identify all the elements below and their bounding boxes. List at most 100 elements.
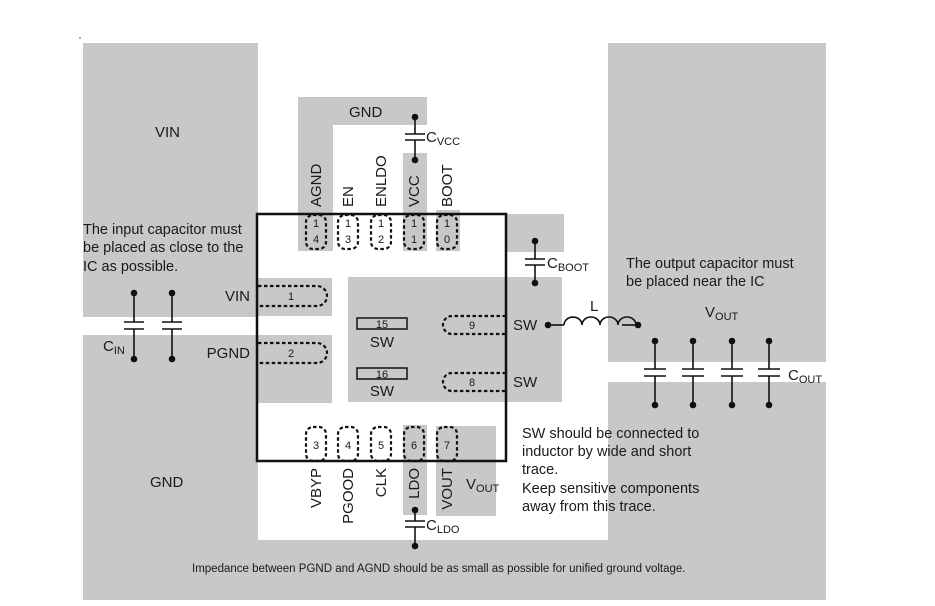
bottom-pins [304, 425, 459, 463]
pin-2-num: 2 [288, 348, 294, 360]
vcc-pin-column [403, 153, 427, 251]
pin-label-sw15: SW [370, 334, 395, 351]
cboot-label: CBOOT [547, 255, 589, 274]
cvcc-capacitor [405, 113, 425, 164]
pin-13-pad [336, 213, 360, 251]
note-sw-trace: SW should be connected to inductor by wi… [522, 426, 699, 515]
pin-16-num: 16 [376, 369, 388, 381]
pin-3-pad [304, 425, 328, 463]
note-sw-line3: trace. [522, 462, 558, 478]
pin-9-pad [441, 314, 506, 336]
pin-14-num-b: 4 [313, 234, 319, 246]
pin-13-num-a: 1 [345, 218, 351, 230]
agnd-top-area [298, 97, 427, 125]
pin-14-num-a: 1 [313, 218, 319, 230]
vin-plane [83, 43, 258, 317]
note-output-line1: The output capacitor must [626, 256, 794, 272]
pin-7-num: 7 [444, 440, 450, 452]
pin-9-num: 9 [469, 320, 475, 332]
sw-label-bottom: SW [513, 374, 538, 391]
note-output-cap: The output capacitor must be placed near… [626, 256, 794, 290]
pin-label-boot: BOOT [439, 164, 456, 207]
pin-label-vcc: VCC [406, 175, 423, 207]
note-impedance: Impedance between PGND and AGND should b… [192, 563, 686, 575]
sw-copper-area [348, 277, 562, 402]
cin-capacitors [124, 289, 182, 363]
pin-14-pad [304, 213, 328, 251]
right-pins [441, 314, 506, 393]
note-input-cap: The input capacitor must be placed as cl… [83, 222, 243, 275]
net-label-vout-right: VOUT [705, 304, 739, 323]
vin-pad-area [258, 278, 332, 316]
note-input-line2: be placed as close to the [83, 240, 243, 256]
pin-1-num: 1 [288, 291, 294, 303]
pin-label-clk: CLK [373, 468, 390, 497]
pin-label-pgood: PGOOD [340, 468, 357, 524]
note-sw-line1: SW should be connected to [522, 426, 699, 442]
left-pins [258, 284, 329, 365]
agnd-pin-column [298, 125, 333, 251]
pin-12-pad [369, 213, 393, 251]
pin-10-pad [435, 213, 459, 251]
pin-4-pad [336, 425, 360, 463]
pin-label-en: EN [340, 186, 357, 207]
pin-3-num: 3 [313, 440, 319, 452]
pin-label-pgnd: PGND [207, 345, 251, 362]
top-pins [304, 213, 459, 251]
cin-sub: IN [114, 345, 125, 357]
note-input-line3: IC as possible. [83, 259, 178, 275]
vout-plane-bottom [608, 382, 826, 600]
cldo-sub: LDO [437, 524, 460, 536]
cvcc-label: CVCC [426, 129, 460, 148]
pin-8-pad [441, 371, 506, 393]
pin-label-vbyp: VBYP [308, 468, 325, 508]
note-sw-line2: inductor by wide and short [522, 444, 691, 460]
net-label-gnd-top: GND [349, 104, 383, 121]
ldo-pin-column [403, 425, 427, 515]
pin-13-num-b: 3 [345, 234, 351, 246]
cldo-label: CLDO [426, 517, 460, 536]
vout-pin-area [436, 426, 496, 516]
pin-label-agnd: AGND [308, 163, 325, 207]
pin-1-pad [258, 284, 329, 308]
pin-11-pad [402, 213, 426, 251]
net-label-vin: VIN [155, 124, 180, 141]
copper-areas [83, 43, 826, 600]
pin-6-pad [402, 425, 426, 463]
pin-5-num: 5 [378, 440, 384, 452]
pin-label-vout: VOUT [439, 468, 456, 510]
pin-4-num: 4 [345, 440, 351, 452]
inductor-label: L [590, 298, 598, 315]
note-sw-line4: Keep sensitive components [522, 481, 699, 497]
pin-5-pad [369, 425, 393, 463]
cboot-sub: BOOT [558, 262, 589, 274]
pin-11-num-a: 1 [411, 218, 417, 230]
pin-label-sw16: SW [370, 383, 395, 400]
pin-10-num-b: 0 [444, 234, 450, 246]
pin-label-enldo: ENLDO [373, 155, 390, 207]
inductor-symbol [544, 316, 642, 329]
pin-16-pad [356, 367, 408, 380]
vout-right-sub: OUT [715, 311, 739, 323]
cboot-capacitor [525, 237, 545, 287]
cldo-capacitor [405, 506, 425, 550]
pin-15-num: 15 [376, 319, 388, 331]
pin-7-pad [435, 425, 459, 463]
pin-11-num-b: 1 [411, 234, 417, 246]
vout-bottom-sub: OUT [476, 483, 500, 495]
note-input-line1: The input capacitor must [83, 222, 242, 238]
pin-2-pad [258, 341, 329, 365]
note-output-line2: be placed near the IC [626, 274, 765, 290]
vout-plane-top [608, 43, 826, 362]
pin-15-pad [356, 317, 408, 330]
gnd-plane [83, 335, 258, 600]
pgnd-pad-area [258, 335, 332, 403]
cvcc-sub: VCC [437, 136, 460, 148]
pin-8-num: 8 [469, 377, 475, 389]
pin-12-num-b: 2 [378, 234, 384, 246]
sw-label-top: SW [513, 317, 538, 334]
pin-6-num: 6 [411, 440, 417, 452]
cout-sub: OUT [799, 374, 823, 386]
note-sw-line5: away from this trace. [522, 499, 656, 515]
